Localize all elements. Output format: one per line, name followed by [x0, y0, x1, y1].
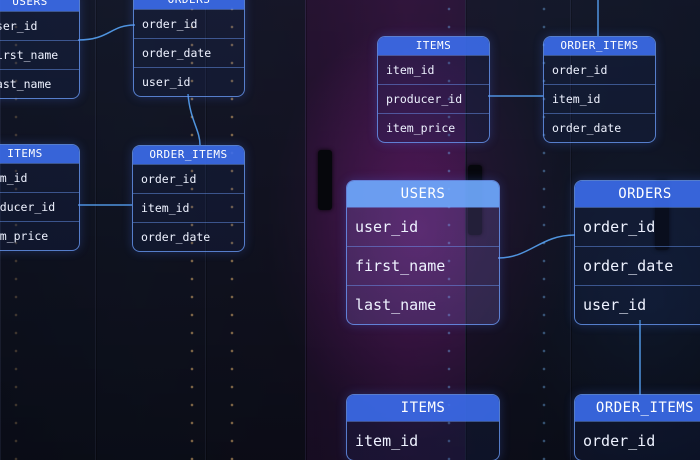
table-field: item_id — [378, 55, 489, 84]
table-field: item_id — [544, 84, 655, 113]
relationship-line — [77, 24, 136, 41]
db-table-users: USERS user_id first_name last_name — [0, 0, 80, 99]
server-rack — [0, 0, 97, 460]
table-field: last_name — [0, 69, 79, 98]
server-rack — [95, 0, 207, 460]
table-field: first_name — [347, 246, 499, 285]
table-field: item_price — [378, 113, 489, 142]
table-field: order_id — [575, 421, 700, 460]
table-field: order_id — [133, 164, 244, 193]
table-field: order_id — [575, 207, 700, 246]
server-rack — [570, 0, 700, 460]
relationship-line — [187, 93, 201, 146]
table-field: order_id — [134, 9, 244, 38]
table-field: producer_id — [378, 84, 489, 113]
table-header: ITEMS — [378, 37, 489, 55]
db-table-order-items: ORDER_ITEMS order_id item_id order_date — [543, 36, 656, 143]
table-field: order_date — [133, 222, 244, 251]
table-field: item_id — [347, 421, 499, 460]
table-field: order_date — [134, 38, 244, 67]
table-header: USERS — [0, 0, 79, 11]
table-header: USERS — [347, 181, 499, 207]
db-table-order-items: ORDER_ITEMS order_id item_id order_date — [132, 145, 245, 252]
rack-door-handle — [318, 150, 332, 210]
table-field: item_price — [0, 221, 79, 250]
table-field: user_id — [575, 285, 700, 324]
table-header: ORDER_ITEMS — [575, 395, 700, 421]
table-header: ORDERS — [134, 0, 244, 9]
table-field: user_id — [134, 67, 244, 96]
rack-lights — [445, 0, 453, 460]
table-field: user_id — [0, 11, 79, 40]
table-header: ORDER_ITEMS — [133, 146, 244, 164]
table-field: producer_id — [0, 192, 79, 221]
table-field: item_id — [133, 193, 244, 222]
relationship-line — [497, 234, 576, 259]
table-field: order_date — [575, 246, 700, 285]
table-field: order_date — [544, 113, 655, 142]
table-header: ORDERS — [575, 181, 700, 207]
table-field: order_id — [544, 55, 655, 84]
server-rack — [305, 0, 467, 460]
db-table-order-items: ORDER_ITEMS order_id — [574, 394, 700, 460]
db-table-items: ITEMS item_id — [346, 394, 500, 460]
table-field: last_name — [347, 285, 499, 324]
table-header: ITEMS — [347, 395, 499, 421]
db-table-items: ITEMS item_id producer_id item_price — [377, 36, 490, 143]
server-rack — [465, 0, 572, 460]
rack-lights — [228, 0, 236, 460]
table-header: ITEMS — [0, 145, 79, 163]
table-header: ORDER_ITEMS — [544, 37, 655, 55]
table-field: user_id — [347, 207, 499, 246]
db-table-users: USERS user_id first_name last_name — [346, 180, 500, 325]
rack-lights — [540, 0, 548, 460]
table-field: item_id — [0, 163, 79, 192]
db-table-items: ITEMS item_id producer_id item_price — [0, 144, 80, 251]
rack-lights — [12, 0, 20, 460]
db-table-orders: ORDERS order_id order_date user_id — [133, 0, 245, 97]
rack-lights — [188, 0, 196, 460]
table-field: first_name — [0, 40, 79, 69]
server-rack — [205, 0, 307, 460]
db-table-orders: ORDERS order_id order_date user_id — [574, 180, 700, 325]
